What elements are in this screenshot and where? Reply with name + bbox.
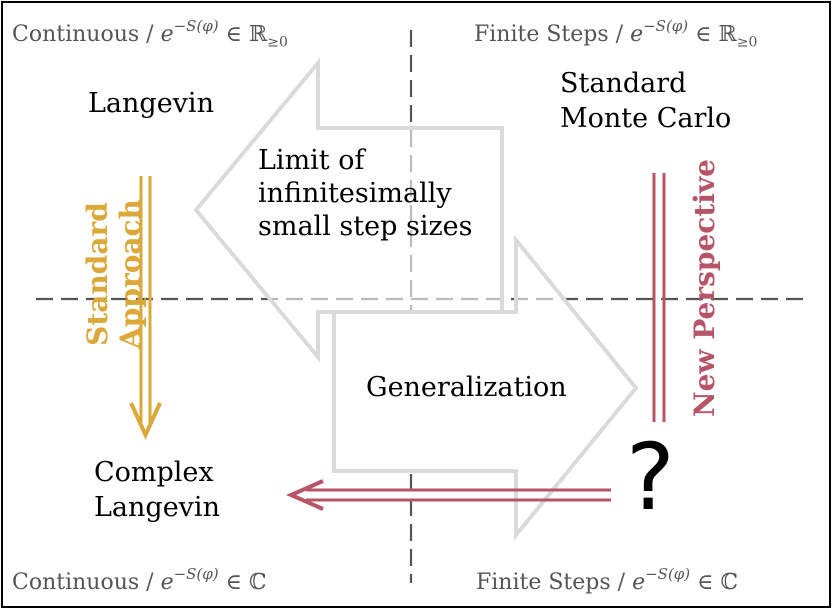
new-perspective-label: New Perspective [688, 159, 721, 417]
generalization-big-arrow [332, 234, 639, 541]
limit-arrow-label: Limit of infinitesimally small step size… [258, 145, 473, 243]
limit-big-arrow [193, 57, 504, 363]
standard-monte-carlo-node: Standard Monte Carlo [560, 68, 732, 135]
complex-langevin-node: Complex Langevin [94, 457, 220, 524]
question-mark-node: ? [626, 424, 675, 531]
new-perspective-arrow-left [286, 479, 611, 511]
langevin-node: Langevin [88, 88, 214, 119]
corner-label-bottom-left: Continuous / e−S(φ) ∈ ℂ [12, 565, 267, 595]
corner-label-top-right: Finite Steps / e−S(φ) ∈ ℝ≥0 [474, 17, 758, 51]
corner-label-bottom-right: Finite Steps / e−S(φ) ∈ ℂ [476, 565, 738, 595]
standard-approach-label: Standard Approach [81, 199, 148, 349]
corner-label-top-left: Continuous / e−S(φ) ∈ ℝ≥0 [12, 17, 288, 51]
new-perspective-line [652, 173, 666, 422]
standard-approach-arrow [129, 176, 162, 440]
generalization-arrow-label: Generalization [366, 372, 567, 403]
